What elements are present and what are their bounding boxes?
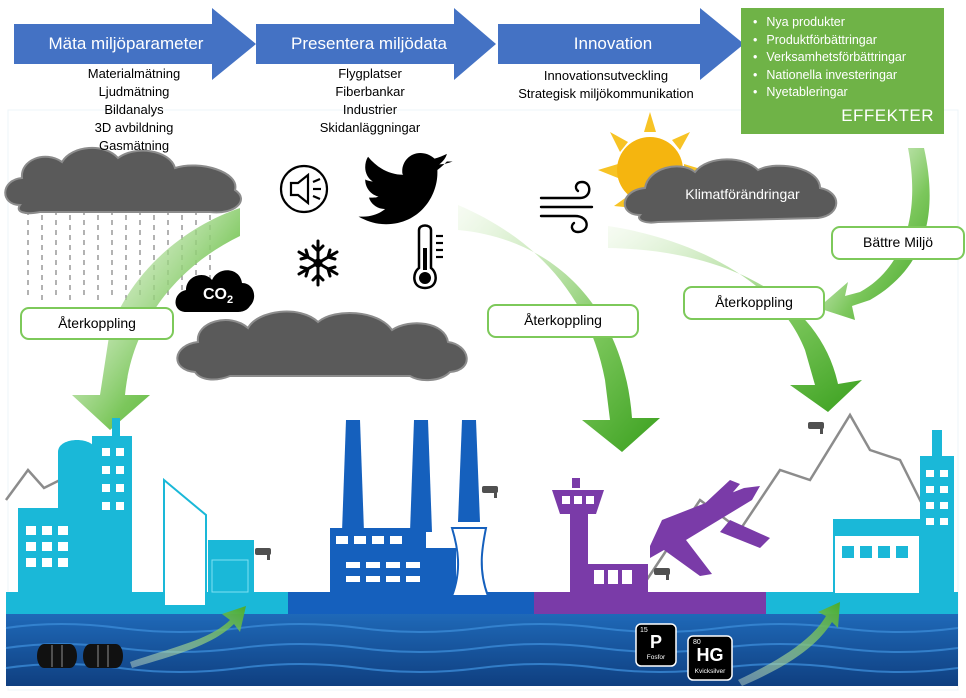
mercury-symbol: HG <box>696 645 724 665</box>
feedback-arrow-middle <box>458 205 660 452</box>
phosphorus-number: 15 <box>640 627 648 634</box>
city-left <box>18 418 254 607</box>
co2-subscript: 2 <box>226 294 234 307</box>
airport-base <box>534 592 766 614</box>
city-right <box>833 430 954 595</box>
innovation-items: Innovationsutveckling Strategisk miljöko… <box>500 67 712 103</box>
feedback-label-right: Återkoppling <box>683 286 825 320</box>
present-items: Flygplatser Fiberbankar Industrier Skida… <box>276 65 464 137</box>
list-item: Innovationsutveckling <box>543 68 669 83</box>
list-item: Strategisk miljökommunikation <box>518 86 694 101</box>
water-arrow-left <box>130 606 246 668</box>
snowflake-icon <box>297 239 339 287</box>
twitter-bird-icon <box>358 152 453 225</box>
list-item: Produktförbättringar <box>753 32 906 50</box>
mercury-tile <box>687 635 733 681</box>
list-item: Industrier <box>342 102 398 117</box>
effects-title: EFFEKTER <box>841 106 934 125</box>
co2-cloud-icon <box>175 270 255 312</box>
co2-main: CO <box>202 286 227 303</box>
airplane-icon <box>650 480 770 576</box>
smoke-cloud <box>176 310 468 382</box>
stage-innovation-label: Innovation <box>573 34 653 53</box>
mercury-name: Kvicksilver <box>694 668 726 675</box>
climate-label: Klimatförändringar <box>685 186 800 202</box>
phosphorus-name: Fosfor <box>646 654 666 661</box>
speaker-icon <box>279 164 329 214</box>
feedback-label-left: Återkoppling <box>20 307 174 340</box>
list-item: Skidanläggningar <box>319 120 421 135</box>
stage-measure-label: Mäta miljöparameter <box>48 34 204 53</box>
feedback-arrow-right <box>608 226 862 412</box>
effects-list: Nya produkter Produktförbättringar Verks… <box>753 14 906 102</box>
process-arrow-measure <box>14 8 256 80</box>
factory <box>330 420 490 597</box>
list-item: Flygplatser <box>338 66 402 81</box>
list-item: Materialmätning <box>87 66 181 81</box>
list-item: Nyetableringar <box>753 84 906 102</box>
feedback-label-middle: Återkoppling <box>487 304 639 338</box>
phosphorus-symbol: P <box>649 632 662 652</box>
co2-label: CO2 <box>188 286 248 306</box>
better-environment-label: Bättre Miljö <box>831 226 965 260</box>
city-base-right <box>766 592 958 614</box>
list-item: Nationella investeringar <box>753 67 906 85</box>
list-item: Verksamhetsförbättringar <box>753 49 906 67</box>
list-item: Bildanalys <box>104 102 164 117</box>
list-item: Nya produkter <box>753 14 906 32</box>
phosphorus-tile <box>635 623 677 667</box>
industry-base <box>288 592 534 614</box>
list-item: Ljudmätning <box>98 84 170 99</box>
water-arrow-right <box>738 602 840 686</box>
list-item: Gasmätning <box>98 138 170 153</box>
climate-cloud <box>623 158 838 224</box>
oil-barrels <box>37 644 123 668</box>
measure-items: Materialmätning Ljudmätning Bildanalys 3… <box>40 65 228 155</box>
scene-frame <box>7 109 959 691</box>
thermometer-icon <box>413 224 443 290</box>
stage-present-label: Presentera miljödata <box>291 34 447 53</box>
list-item: 3D avbildning <box>94 120 174 135</box>
wind-icon <box>539 180 594 234</box>
feedback-arrow-left <box>72 208 240 430</box>
process-arrow-innovation <box>498 8 744 80</box>
process-arrow-present <box>256 8 496 80</box>
effects-box: Nya produkter Produktförbättringar Verks… <box>741 8 944 134</box>
mercury-number: 80 <box>693 639 701 646</box>
security-camera-icon <box>255 422 824 580</box>
airport <box>552 478 770 594</box>
list-item: Fiberbankar <box>335 84 405 99</box>
